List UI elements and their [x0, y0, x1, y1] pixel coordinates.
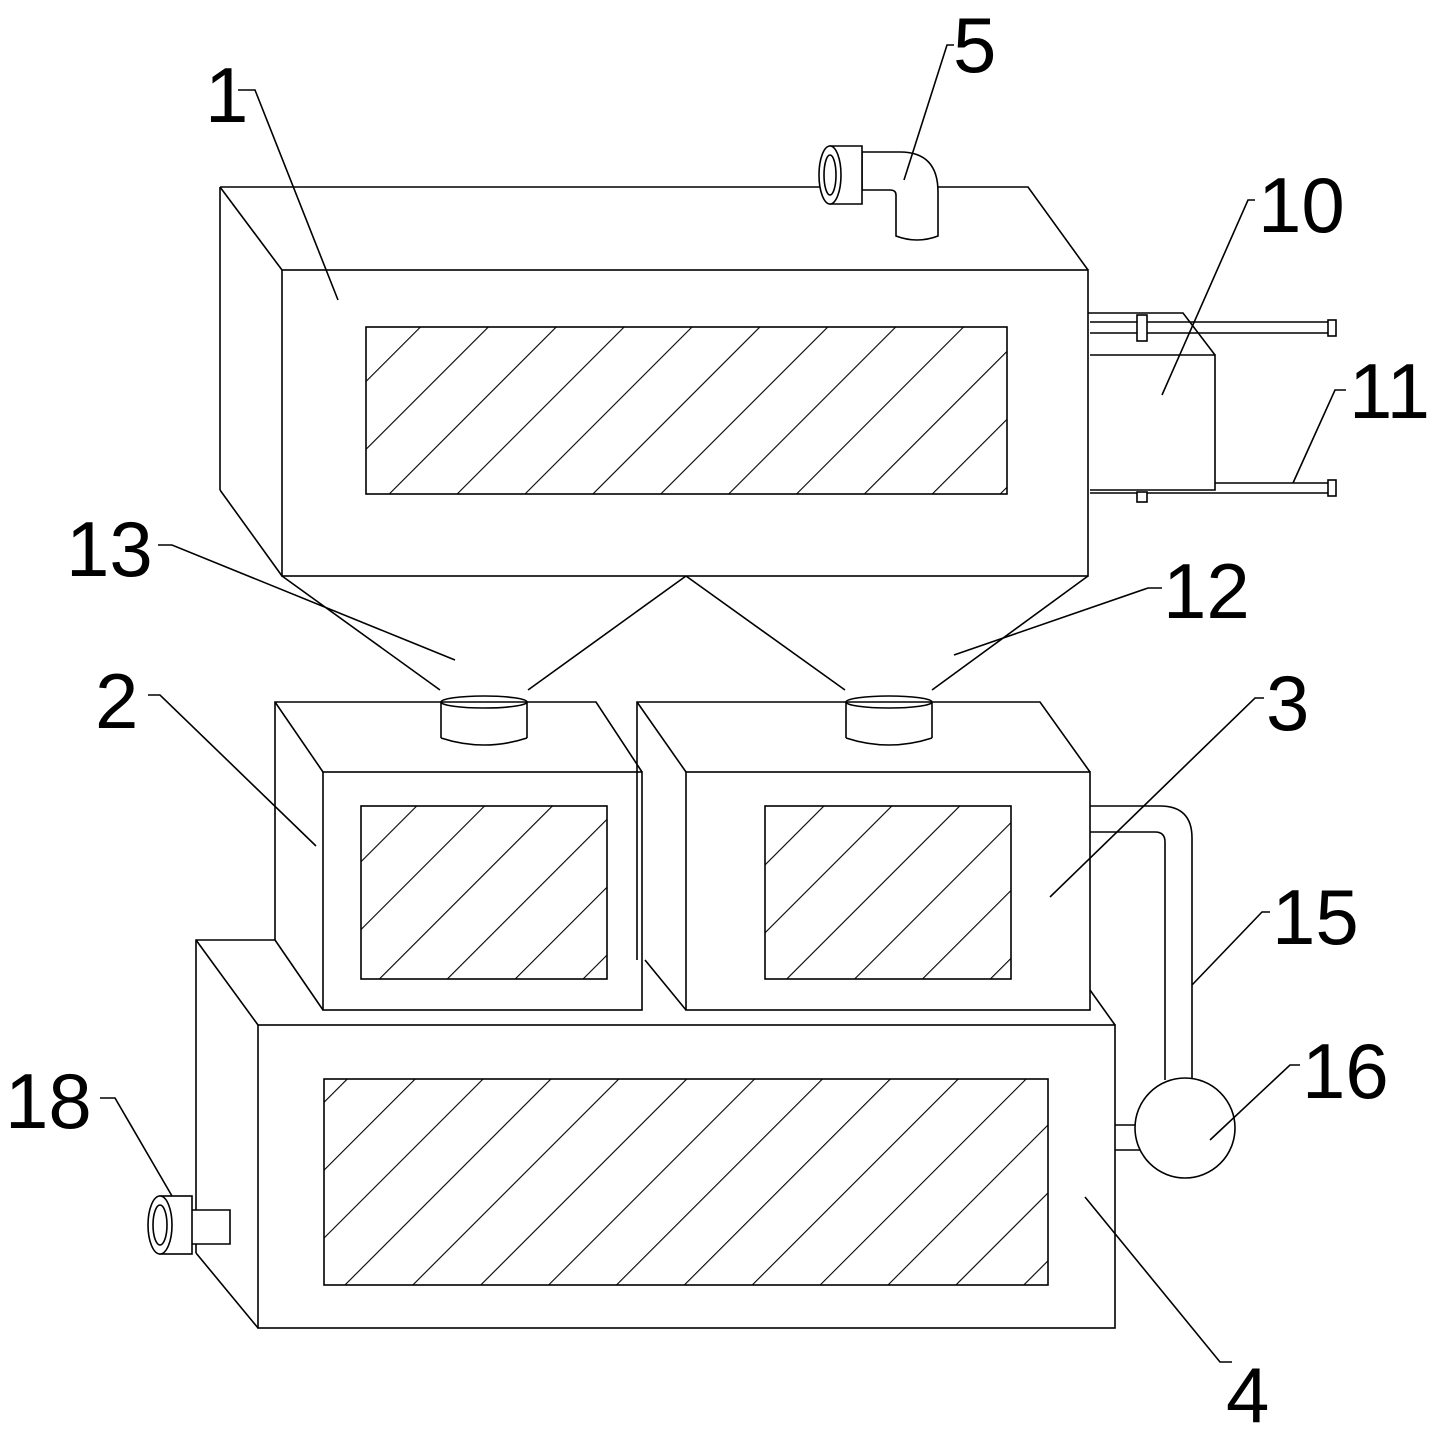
middle-left-tank: [274, 701, 643, 1011]
right-hatched-window: [764, 805, 1012, 980]
label-10: 10: [1258, 161, 1345, 249]
lower-tank: [195, 939, 1116, 1329]
leader-lines: [100, 44, 1346, 1363]
upper-housing: [219, 186, 1089, 577]
label-13: 13: [66, 505, 153, 593]
pump: [1115, 1077, 1236, 1179]
upper-hatched-window: [365, 326, 1008, 495]
label-4: 4: [1226, 1351, 1269, 1431]
side-unit: [1088, 312, 1337, 503]
hoppers: [281, 575, 1089, 746]
label-11: 11: [1349, 347, 1430, 435]
label-2: 2: [95, 657, 138, 745]
left-hatched-window: [360, 805, 608, 980]
label-3: 3: [1266, 659, 1309, 747]
middle-right-tank: [636, 701, 1091, 1011]
label-12: 12: [1163, 547, 1250, 635]
outlet-elbow-pipe: [818, 145, 939, 241]
label-15: 15: [1272, 873, 1359, 961]
part-labels: 1 5 10 11 12 13 2 3 15 16 18 4: [5, 1, 1430, 1431]
lower-hatched-window: [323, 1078, 1049, 1286]
return-pipe: [1090, 805, 1193, 1080]
label-5: 5: [953, 1, 996, 89]
label-1: 1: [205, 51, 248, 139]
label-18: 18: [5, 1057, 92, 1145]
drain-outlet: [147, 1195, 231, 1255]
label-16: 16: [1302, 1027, 1389, 1115]
